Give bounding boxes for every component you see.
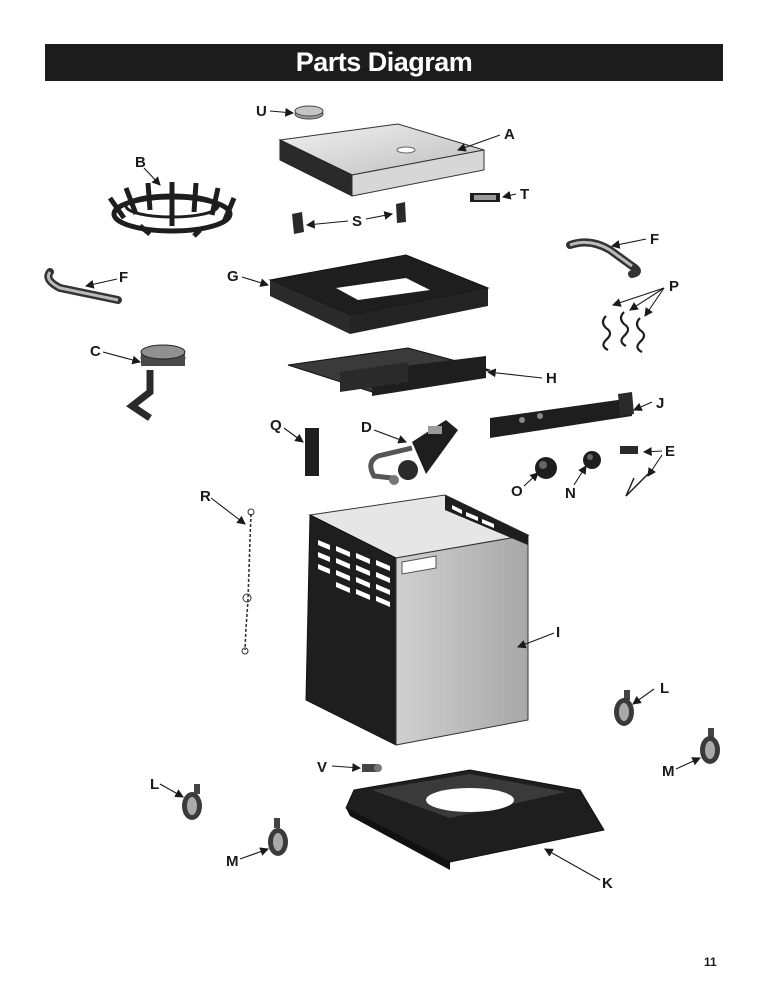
label-b: B (135, 154, 146, 171)
part-k-base (345, 769, 605, 870)
label-t: T (520, 186, 529, 203)
label-n: N (565, 485, 576, 502)
label-d: D (361, 419, 372, 436)
label-f-left: F (119, 269, 128, 286)
part-b-grate (107, 182, 237, 238)
part-v-connector (362, 764, 382, 772)
part-l-caster-right (614, 690, 634, 726)
label-q: Q (270, 417, 282, 434)
label-e: E (665, 443, 675, 460)
label-f-right: F (650, 231, 659, 248)
label-j: J (656, 395, 664, 412)
page-number: 11 (704, 955, 717, 969)
label-o: O (511, 483, 523, 500)
label-p: P (669, 278, 679, 295)
part-s-brackets (292, 202, 406, 234)
label-i: I (556, 624, 560, 641)
part-l-caster-left (182, 784, 202, 820)
label-m-left: M (226, 853, 239, 870)
label-m-right: M (662, 763, 675, 780)
part-p-hooks (601, 311, 646, 353)
part-j-bracket (490, 392, 634, 438)
part-m-caster-left (268, 818, 288, 856)
part-t-label (470, 193, 500, 202)
part-m-caster-right (700, 728, 720, 764)
label-u: U (256, 103, 267, 120)
part-c-burner (126, 344, 186, 421)
title-bar: Parts Diagram (45, 44, 723, 81)
label-a: A (504, 126, 515, 143)
page-title: Parts Diagram (295, 47, 473, 77)
part-a-lid (278, 123, 485, 197)
part-g-frame (268, 254, 490, 334)
label-r: R (200, 488, 211, 505)
part-o-knob (535, 457, 557, 479)
label-v: V (317, 759, 327, 776)
label-l-right: L (660, 680, 669, 697)
part-h-tray (287, 347, 491, 396)
part-i-cabinet (305, 494, 530, 746)
label-h: H (546, 370, 557, 387)
part-u-cap (294, 105, 324, 120)
part-r-chain (244, 513, 252, 651)
label-s: S (352, 213, 362, 230)
label-g: G (227, 268, 239, 285)
part-q-panel (305, 428, 319, 476)
part-d-valve (368, 420, 458, 485)
part-e-igniter (620, 446, 649, 497)
label-l-left: L (150, 776, 159, 793)
leader-lines (84, 107, 701, 881)
part-n-knob (583, 451, 601, 469)
label-c: C (90, 343, 101, 360)
label-k: K (602, 875, 613, 892)
